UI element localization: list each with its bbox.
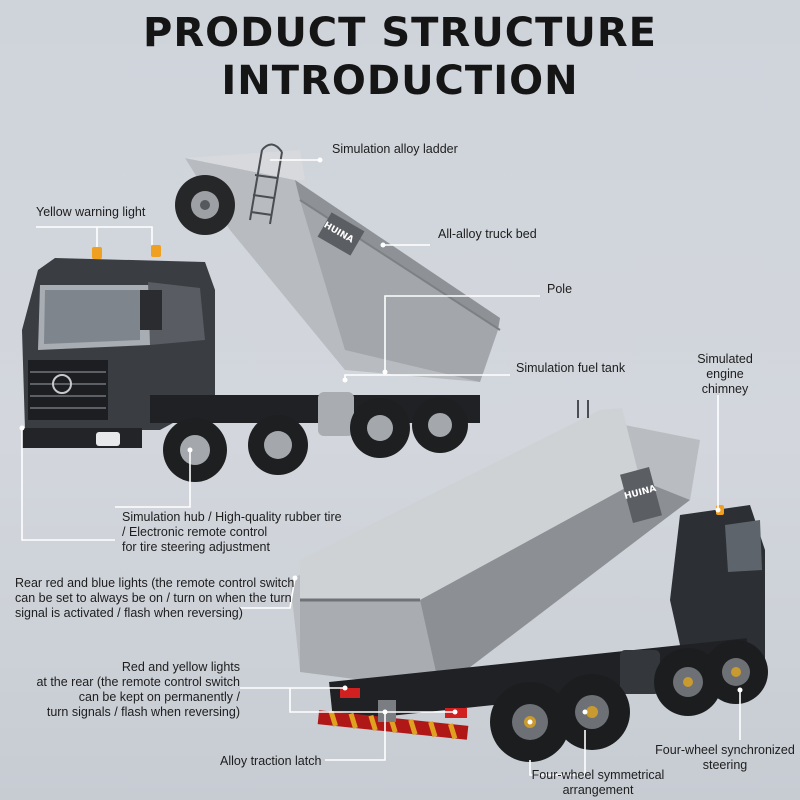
lower-wheels xyxy=(490,640,768,762)
label-simulated-engine-chimney: Simulated engine chimney xyxy=(697,352,753,396)
label-alloy-traction-latch: Alloy traction latch xyxy=(220,754,322,768)
upper-fuel-tank xyxy=(318,392,354,436)
lower-rear-light-left xyxy=(340,688,360,698)
label-simulation-fuel-tank: Simulation fuel tank xyxy=(516,361,626,375)
page-title-line-1: PRODUCT STRUCTURE xyxy=(143,10,657,56)
lower-bed-brand-plate xyxy=(620,466,662,524)
lower-ladder xyxy=(577,400,589,418)
leader-dots xyxy=(19,157,743,725)
label-rear-red-blue-lights: Rear red and blue lights (the remote con… xyxy=(15,576,295,620)
lower-rear-bumper xyxy=(317,710,469,740)
upper-wheels xyxy=(163,397,468,482)
label-pole: Pole xyxy=(547,282,573,296)
label-four-wheel-synchronized: Four-wheel synchronized steering xyxy=(655,743,795,772)
lower-fuel-tank xyxy=(620,650,660,694)
upper-bed-brand-plate xyxy=(317,212,365,256)
upper-ladder xyxy=(249,143,283,225)
label-rear-red-yellow-lights: Red and yellow lights at the rear (the r… xyxy=(36,660,240,719)
label-simulation-hub: Simulation hub / High-quality rubber tir… xyxy=(122,510,342,554)
label-yellow-warning-light: Yellow warning light xyxy=(36,205,146,219)
upper-warning-light-left xyxy=(92,247,102,259)
lower-truck xyxy=(290,400,768,762)
leader-lines xyxy=(21,159,741,776)
upper-warning-light-right xyxy=(151,245,161,257)
label-all-alloy-truck-bed: All-alloy truck bed xyxy=(438,227,537,241)
upper-truck xyxy=(22,143,501,482)
label-simulation-alloy-ladder: Simulation alloy ladder xyxy=(332,142,458,156)
label-four-wheel-symmetrical: Four-wheel symmetrical arrangement xyxy=(531,768,665,797)
page-title-line-2: INTRODUCTION xyxy=(221,58,579,104)
